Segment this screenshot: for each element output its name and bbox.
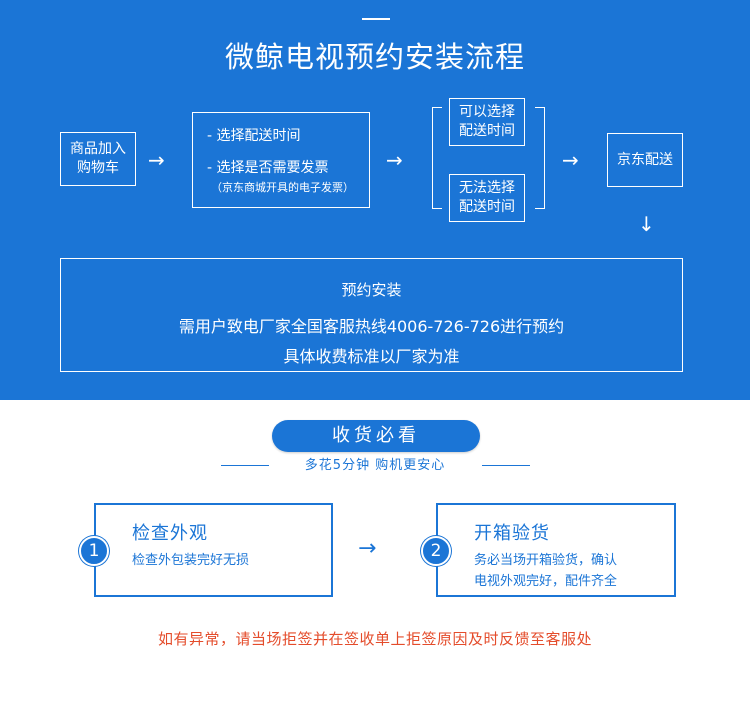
- arrow-right-icon: →: [358, 536, 377, 561]
- step1-title: 检查外观: [132, 523, 208, 544]
- step-book-installation: 预约安装 需用户致电厂家全国客服热线4006-726-726进行预约 具体收费标…: [60, 258, 683, 372]
- delivery-no-line2: 配送时间: [459, 199, 515, 215]
- step2-desc-line2: 电视外观完好，配件齐全: [474, 574, 618, 589]
- cart-label-line2: 购物车: [77, 160, 119, 176]
- install-hotline-text: 需用户致电厂家全国客服热线4006-726-726进行预约: [178, 317, 565, 336]
- step-delivery-selectable: 可以选择 配送时间: [449, 98, 525, 146]
- options-bracket-right: [535, 107, 545, 209]
- step2-desc-line1: 务必当场开箱验货，确认: [474, 553, 618, 568]
- options-bracket-left: [432, 107, 442, 209]
- install-fee-text: 具体收费标准以厂家为准: [283, 347, 460, 366]
- step-add-to-cart: 商品加入 购物车: [60, 132, 136, 186]
- receive-subtitle: 多花5分钟 购机更安心: [304, 458, 446, 473]
- step1-desc: 检查外包装完好无损: [132, 553, 250, 568]
- invoice-note-text: （京东商城开具的电子发票）: [211, 181, 354, 194]
- install-title: 预约安装: [341, 281, 402, 299]
- step-select-options: - 选择配送时间 - 选择是否需要发票 （京东商城开具的电子发票）: [192, 112, 370, 208]
- step1-number-badge: 1: [79, 536, 109, 566]
- step2-title: 开箱验货: [474, 523, 550, 544]
- page-title: 微鲸电视预约安装流程: [224, 40, 525, 74]
- subtitle-line-left: [221, 465, 269, 466]
- arrow-right-icon: →: [148, 148, 165, 172]
- title-decoration: [362, 18, 390, 20]
- install-flow-section: 微鲸电视预约安装流程 商品加入 购物车 → - 选择配送时间 - 选择是否需要发…: [0, 0, 750, 400]
- warning-notice: 如有异常，请当场拒签并在签收单上拒签原因及时反馈至客服处: [157, 630, 592, 648]
- arrow-down-icon: ↓: [638, 212, 655, 236]
- delivery-ok-line2: 配送时间: [459, 123, 515, 139]
- receive-subtitle-row: 多花5分钟 购机更安心: [0, 456, 750, 476]
- step-card-unbox-inspect: 开箱验货 务必当场开箱验货，确认 电视外观完好，配件齐全: [436, 503, 676, 597]
- select-delivery-time-text: - 选择配送时间: [207, 128, 301, 144]
- step2-desc: 务必当场开箱验货，确认 电视外观完好，配件齐全: [474, 550, 617, 592]
- arrow-right-icon: →: [562, 148, 579, 172]
- arrow-right-icon: →: [386, 148, 403, 172]
- step-card-check-appearance: 检查外观 检查外包装完好无损: [94, 503, 333, 597]
- receive-badge: 收货必看: [272, 420, 480, 452]
- cart-label-line1: 商品加入: [70, 141, 126, 157]
- delivery-no-line1: 无法选择: [459, 180, 515, 196]
- step2-number-badge: 2: [421, 536, 451, 566]
- step-jd-delivery: 京东配送: [607, 133, 683, 187]
- select-invoice-text: - 选择是否需要发票: [207, 160, 329, 176]
- subtitle-line-right: [482, 465, 530, 466]
- step-delivery-not-selectable: 无法选择 配送时间: [449, 174, 525, 222]
- delivery-ok-line1: 可以选择: [459, 104, 515, 120]
